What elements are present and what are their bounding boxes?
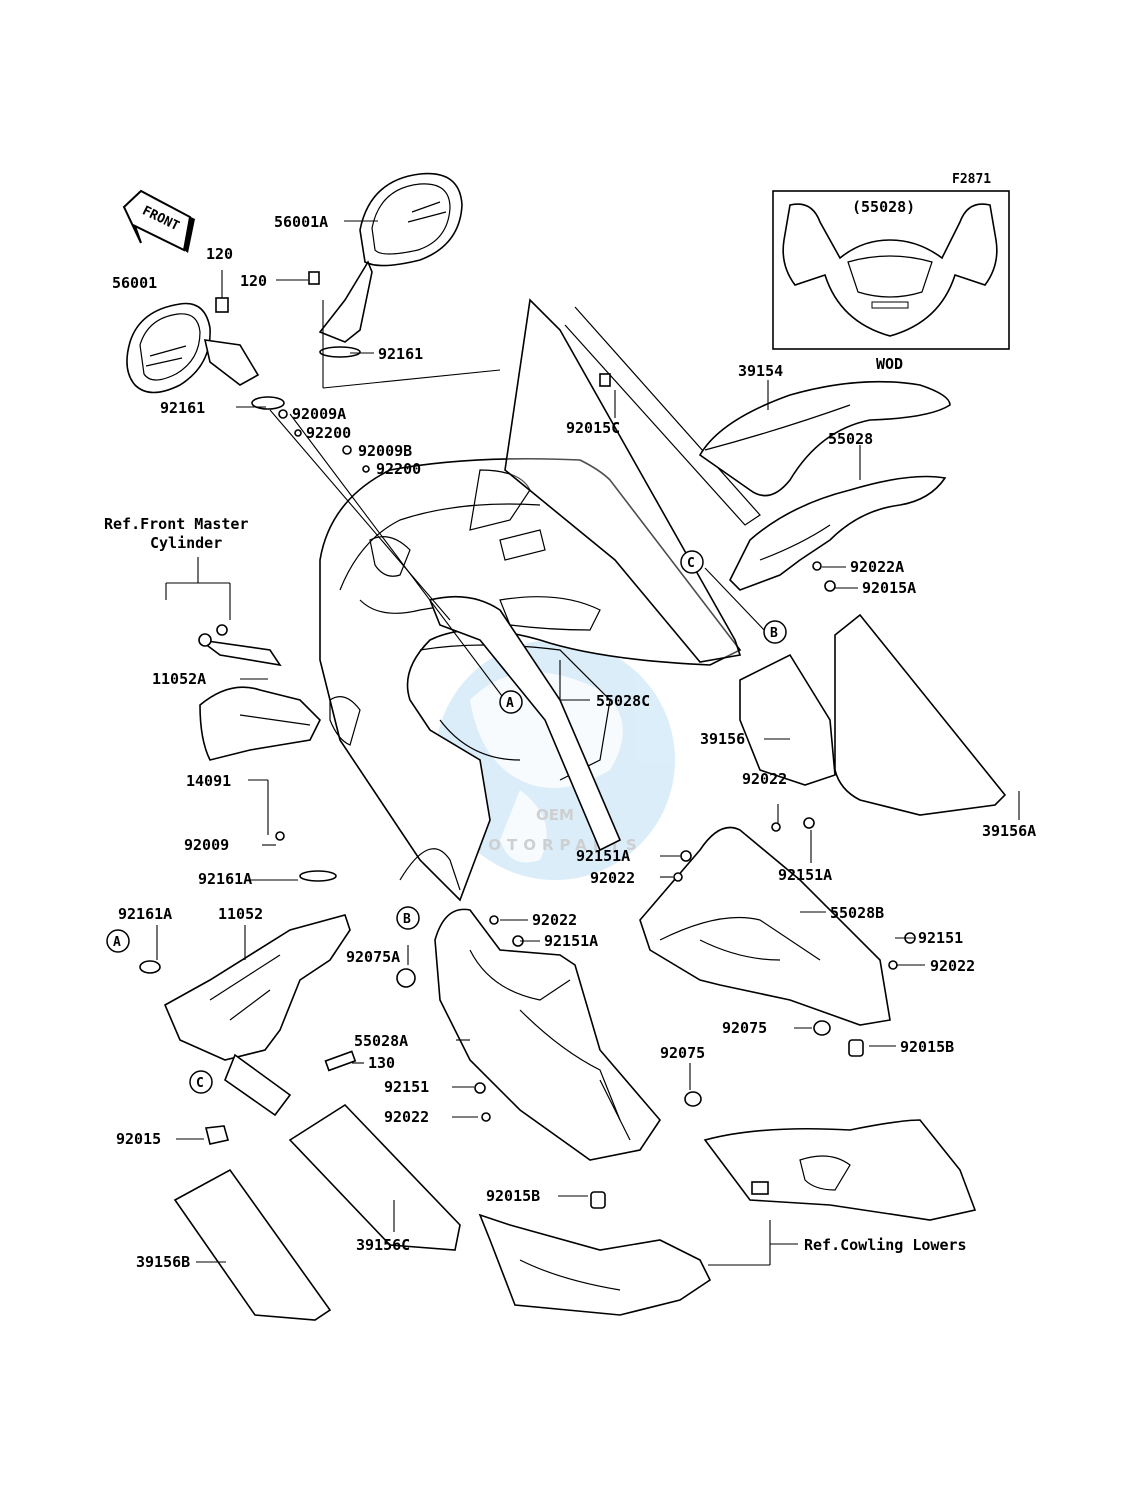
part-label: 11052 <box>218 905 263 923</box>
ref-front-master-line2: Cylinder <box>150 534 222 552</box>
part-label: 92022 <box>930 957 975 975</box>
decal-39156a <box>834 613 1007 816</box>
part-label: 92161 <box>378 345 423 363</box>
inset-part-label: (55028) <box>852 198 915 216</box>
part-label: 92161A <box>198 870 252 888</box>
watermark-text: MOTORPARTS <box>467 836 642 854</box>
inset-box: (55028) WOD <box>772 190 1010 373</box>
part-label: 92151A <box>544 932 598 950</box>
callout-b-upper: B <box>763 620 787 644</box>
part-label: 92022 <box>384 1108 429 1126</box>
bracket-11052a <box>198 624 282 667</box>
part-label: 92200 <box>306 424 351 442</box>
part-label: 92015B <box>486 1187 540 1205</box>
callout-b-lower: B <box>396 906 420 930</box>
part-label: 92151 <box>918 929 963 947</box>
ref-cowling-lowers: Ref.Cowling Lowers <box>804 1236 967 1254</box>
part-label: 120 <box>206 245 233 263</box>
part-label: 120 <box>240 272 267 290</box>
cover-14091 <box>199 686 321 761</box>
part-label: 92009 <box>184 836 229 854</box>
part-label: 55028A <box>354 1032 408 1050</box>
decal-39156 <box>739 653 836 786</box>
leader-lines <box>156 220 1020 1266</box>
part-label: 92015 <box>116 1130 161 1148</box>
part-label: 92015A <box>862 579 916 597</box>
decal-39156b <box>173 1168 332 1321</box>
part-label: 14091 <box>186 772 231 790</box>
middle-cowling-55028b <box>639 826 891 1026</box>
part-label: 130 <box>368 1054 395 1072</box>
callout-b-lower-label: B <box>403 912 411 927</box>
part-label: 39156A <box>982 822 1036 840</box>
callout-c-upper: C <box>680 550 704 574</box>
part-label: 92009A <box>292 405 346 423</box>
diagram-code: F2871 <box>952 172 991 187</box>
callout-b-upper-label: B <box>770 626 778 641</box>
front-arrow-icon: FRONT <box>122 189 195 253</box>
part-label: 92151A <box>576 847 630 865</box>
part-label: 39156 <box>700 730 745 748</box>
callout-c-upper-label: C <box>687 556 695 571</box>
part-label: 92022 <box>742 770 787 788</box>
callout-a-lower-label: A <box>113 935 121 950</box>
callout-a-upper-label: A <box>506 696 514 711</box>
hardware <box>139 373 916 1209</box>
middle-cowling-55028a <box>434 908 662 1161</box>
part-label: 56001A <box>274 213 328 231</box>
callout-a-upper: A <box>499 690 523 714</box>
part-label: 92022 <box>532 911 577 929</box>
part-label: 55028B <box>830 904 884 922</box>
part-label: 92075A <box>346 948 400 966</box>
part-label: 92200 <box>376 460 421 478</box>
mirror-right <box>308 172 463 358</box>
part-label: 39156B <box>136 1253 190 1271</box>
lower-cowling-left <box>478 1213 712 1316</box>
inset-caption: WOD <box>876 355 903 373</box>
callout-c-lower-label: C <box>196 1076 204 1091</box>
bracket-11052 <box>163 914 351 1117</box>
part-label: 92015B <box>900 1038 954 1056</box>
part-label: 92015C <box>566 419 620 437</box>
decal-39156c <box>288 1103 461 1251</box>
callout-a-lower: A <box>106 929 130 953</box>
part-label: 92151 <box>384 1078 429 1096</box>
inner-panel-55028c <box>428 595 622 852</box>
part-labels: 56001A 120 120 56001 92161 92161 92009A … <box>112 213 1036 1271</box>
ref-front-master-line1: Ref.Front Master <box>104 515 249 533</box>
part-label: 92075 <box>660 1044 705 1062</box>
part-label: 92022A <box>850 558 904 576</box>
part-label: 92009B <box>358 442 412 460</box>
part-label: 55028 <box>828 430 873 448</box>
watermark-logo: OEM <box>536 806 574 824</box>
inner-trim-55028 <box>729 475 947 591</box>
part-label: 39156C <box>356 1236 410 1254</box>
part-label: 92022 <box>590 869 635 887</box>
mirror-left <box>126 297 285 410</box>
part-label: 56001 <box>112 274 157 292</box>
part-label: 92151A <box>778 866 832 884</box>
part-label: 92161 <box>160 399 205 417</box>
upper-cowling <box>319 457 742 902</box>
lower-cowling-right <box>703 1119 977 1221</box>
part-label: 11052A <box>152 670 206 688</box>
part-label: 55028C <box>596 692 650 710</box>
windshield <box>504 298 951 663</box>
part-label: 39154 <box>738 362 783 380</box>
callout-c-lower: C <box>189 1070 213 1094</box>
part-label: 92075 <box>722 1019 767 1037</box>
part-label: 92161A <box>118 905 172 923</box>
